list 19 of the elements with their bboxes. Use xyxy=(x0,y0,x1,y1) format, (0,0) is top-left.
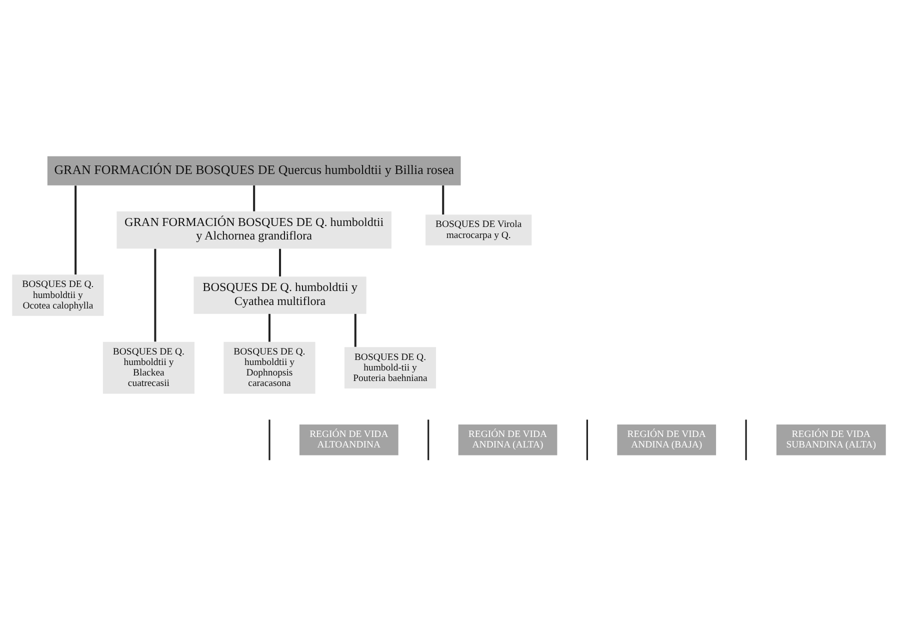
node-box: REGIÓN DE VIDA SUBANDINA (ALTA) xyxy=(776,424,886,456)
node-box: BOSQUES DE Q. humboldtii y Ocotea calophylla xyxy=(12,274,104,316)
node-box: REGIÓN DE VIDA ALTOANDINA xyxy=(299,424,398,456)
connector xyxy=(74,186,77,274)
node-box: REGIÓN DE VIDA ANDINA (ALTA) xyxy=(458,424,558,456)
node-box: GRAN FORMACIÓN DE BOSQUES DE Quercus humboldtii y Billia rosea xyxy=(47,156,461,186)
node-box: BOSQUES DE Q. humboldtii y Blackea cuatrecasii xyxy=(102,342,194,394)
node-box: REGIÓN DE VIDA ANDINA (BAJA) xyxy=(617,424,716,456)
node-box: BOSQUES DE Q. humbold-tii y Pouteria baehniana xyxy=(344,347,436,388)
node-box: BOSQUES DE Q. humboldtii y Dophnopsis caracasona xyxy=(224,342,316,394)
connector xyxy=(354,314,356,347)
connector xyxy=(253,185,256,212)
node-box: GRAN FORMACIÓN BOSQUES DE Q. humboldtii y Alchornea grandiflora xyxy=(116,211,392,249)
connector xyxy=(268,314,270,342)
node-box: BOSQUES DE Virola macrocarpa y Q. xyxy=(426,214,532,246)
connector xyxy=(442,185,444,214)
connector xyxy=(154,248,156,342)
node-box: BOSQUES DE Q. humboldtii y Cyathea multiflora xyxy=(194,276,366,314)
connector xyxy=(279,248,282,276)
